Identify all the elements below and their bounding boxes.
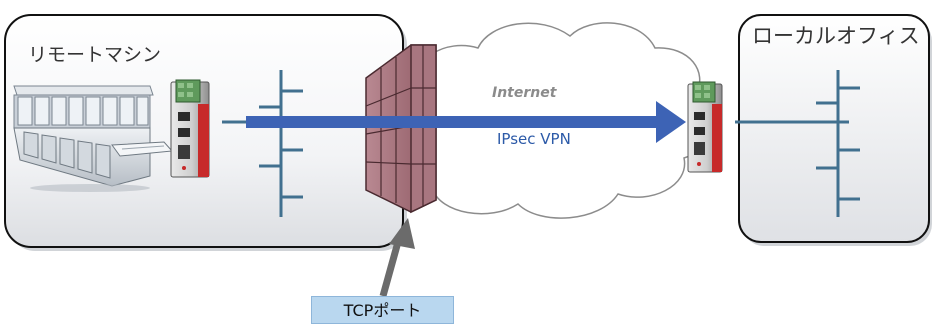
vpn-tunnel-arrow [246, 101, 686, 143]
vpn-label: IPsec VPN [497, 130, 571, 148]
office-router-icon [687, 81, 723, 173]
internet-label: Internet [492, 85, 557, 101]
tcp-port-badge: TCPポート [311, 296, 454, 324]
industrial-machine-icon [13, 85, 174, 192]
remote-site-label: リモートマシン [28, 44, 162, 66]
office-network-bus-icon [735, 70, 860, 217]
tcp-port-pointer-arrow [379, 218, 415, 297]
firewall-icon [365, 44, 437, 214]
office-site-label: ローカルオフィス [752, 24, 920, 48]
remote-router-icon [170, 79, 210, 178]
